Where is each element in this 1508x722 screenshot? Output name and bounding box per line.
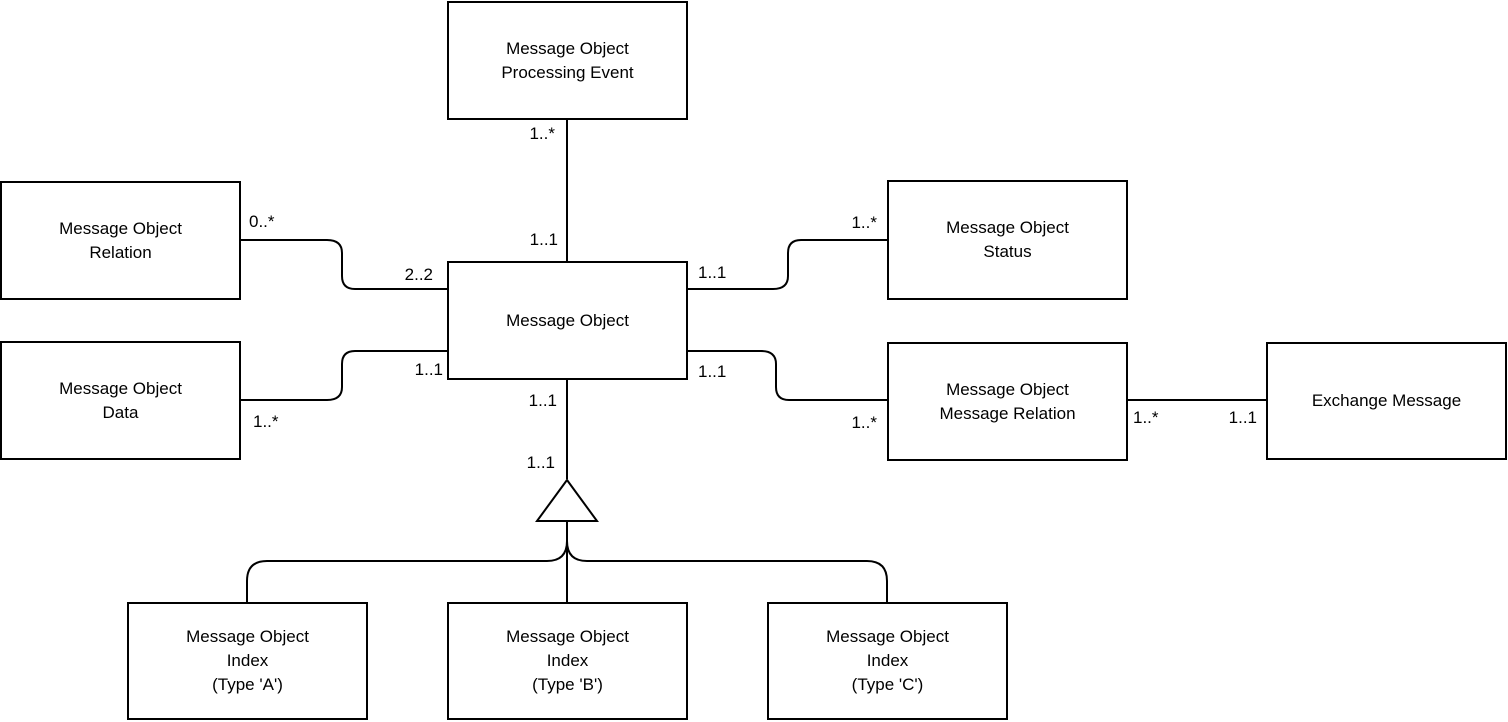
multiplicity-message-object-right-bottom-end: 1..1 (698, 362, 727, 381)
node-message-object-status: Message Object Status (887, 180, 1128, 300)
node-message-object-data: Message Object Data (0, 341, 241, 460)
multiplicity-message-object-left-top-end: 2..2 (404, 265, 433, 284)
edge-message-object--message-relation (688, 350, 887, 401)
node-exchange-message: Exchange Message (1266, 342, 1507, 460)
node-message-object-message-relation: Message Object Message Relation (887, 342, 1128, 461)
node-message-object-index-type-b: Message Object Index (Type 'B') (447, 602, 688, 720)
edge-message-object--status (688, 239, 887, 290)
node-message-object-index-type-c: Message Object Index (Type 'C') (767, 602, 1008, 720)
edge-relation--message-object (241, 239, 447, 290)
multiplicity-message-object-right-top-end: 1..1 (698, 263, 727, 282)
multiplicity-processing-event-end: 1..* (529, 124, 555, 143)
edge-data--message-object (241, 350, 447, 401)
multiplicity-generalization-lower: 1..1 (526, 453, 555, 472)
multiplicity-message-object-top-end: 1..1 (529, 230, 558, 249)
multiplicity-generalization-upper: 1..1 (528, 391, 557, 410)
edge-generalization-right-branch (566, 540, 888, 602)
multiplicity-relation-end: 0..* (249, 212, 275, 231)
multiplicity-data-end: 1..* (253, 412, 279, 431)
node-message-object-index-type-a: Message Object Index (Type 'A') (127, 602, 368, 720)
multiplicity-message-relation-right-end: 1..* (1133, 408, 1159, 427)
multiplicity-status-end: 1..* (851, 213, 877, 232)
node-message-object: Message Object (447, 261, 688, 380)
generalization-triangle-icon (535, 478, 599, 522)
multiplicity-exchange-message-end: 1..1 (1228, 408, 1257, 427)
multiplicity-message-relation-left-end: 1..* (851, 413, 877, 432)
node-message-object-relation: Message Object Relation (0, 181, 241, 300)
node-message-object-processing-event: Message Object Processing Event (447, 1, 688, 120)
multiplicity-message-object-left-bottom-end: 1..1 (414, 360, 443, 379)
edge-generalization-left-branch (246, 540, 568, 602)
